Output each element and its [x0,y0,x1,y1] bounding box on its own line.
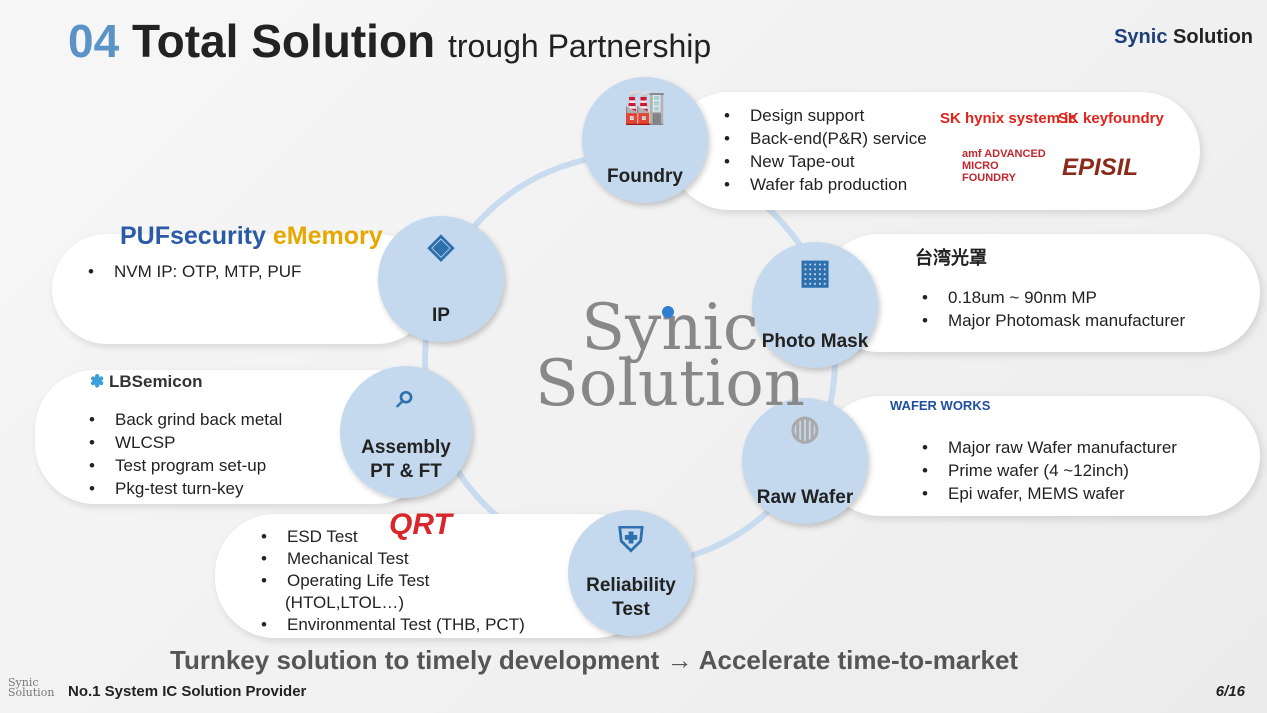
brand-logo: Synic Solution [1114,26,1253,48]
photomask-card: 台湾光罩 0.18um ~ 90nm MPMajor Photomask man… [820,234,1260,352]
tagline: Turnkey solution to timely development →… [170,645,1019,675]
chip-icon: ▦ [798,253,832,291]
rawwafer-card: WAFER WORKS Major raw Wafer manufacturer… [820,396,1260,516]
foundry-card: Design supportBack-end(P&R) serviceNew T… [670,92,1200,210]
ip-logos: PUFsecurity eMemory [120,222,383,250]
ip-node: ◈IP [378,216,504,342]
photomask-logo: 台湾光罩 [915,248,987,268]
foundry-node: 🏭Foundry [582,77,708,203]
factory-icon: 🏭 [623,88,667,126]
page-number: 6/16 [1215,683,1245,700]
footer-logo: Synic Solution [8,676,55,699]
sk-hynix-logo: SK hynix system ic [940,110,1077,127]
amf-logo: amf ADVANCED MICRO FOUNDRY [962,148,1046,184]
waferworks-logo: WAFER WORKS [890,398,991,413]
logo-dot [662,306,674,318]
qrt-logo: QRT [389,508,452,541]
lbsemicon-logo: ✽ LBSemicon [90,372,203,391]
wafer-icon: ◍ [790,409,820,447]
reliability-node: ⛨Reliability Test [568,510,694,636]
page-title: 04 Total Solution trough Partnership [68,15,712,67]
rawwafer-node: ◍Raw Wafer [742,398,868,524]
chip-search-icon: ⌕ [396,377,416,415]
assembly-node: ⌕Assembly PT & FT [340,366,472,498]
company-slogan: No.1 System IC Solution Provider [68,683,307,700]
sk-keyfoundry-logo: SK keyfoundry [1058,110,1164,127]
episil-logo: EPISIL [1062,154,1139,181]
ip-card: PUFsecurity eMemory NVM IP: OTP, MTP, PU… [52,222,432,344]
head-chip-icon: ◈ [427,227,455,265]
photomask-node: ▦Photo Mask [752,242,878,368]
shield-check-icon: ⛨ [618,521,644,559]
